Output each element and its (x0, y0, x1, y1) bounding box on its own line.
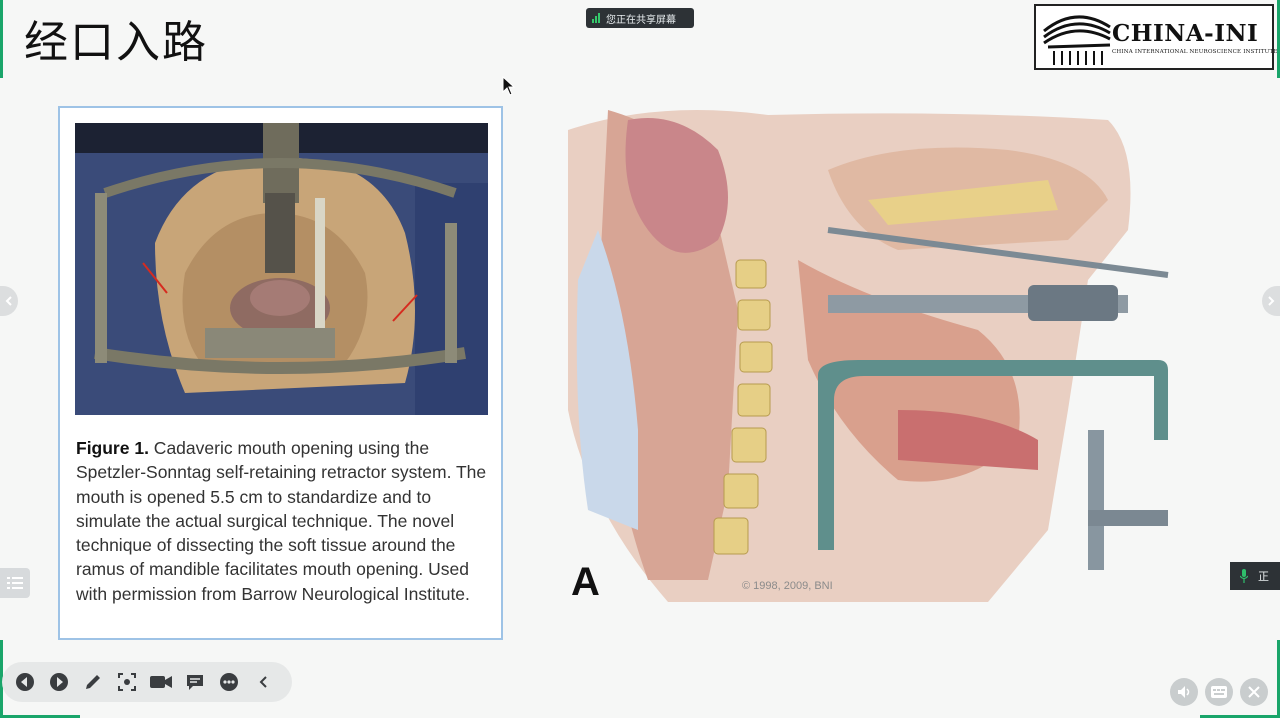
more-icon (220, 673, 238, 691)
comment-icon (187, 675, 203, 690)
signal-icon (592, 13, 600, 23)
screenshot-icon (118, 673, 136, 691)
camera-icon (150, 676, 172, 688)
more-button[interactable] (212, 665, 246, 699)
corner-mark-top-left (0, 0, 3, 78)
logo-name: CHINA-INI (1112, 20, 1259, 47)
collapse-toolbar-button[interactable] (246, 665, 280, 699)
corner-mark-bottom-left (0, 640, 3, 718)
slide-title: 经口入路 (24, 17, 208, 68)
share-status-text: 您正在共享屏幕 (606, 14, 676, 26)
subtitle-button[interactable] (1205, 678, 1233, 706)
corner-mark-bottom-right (1277, 640, 1280, 718)
previous-button[interactable] (8, 665, 42, 699)
next-button[interactable] (42, 665, 76, 699)
corner-mark-bottom-right-h (1200, 715, 1280, 718)
chevron-left-icon (259, 676, 267, 688)
chevron-left-icon (5, 296, 12, 306)
next-icon (50, 673, 68, 691)
logo-subtitle: CHINA INTERNATIONAL NEUROSCIENCE INSTITU… (1112, 49, 1278, 55)
next-slide-side-arrow[interactable] (1262, 286, 1280, 316)
figure-caption-text: Cadaveric mouth opening using the Spetzl… (76, 438, 487, 604)
corner-mark-top-right (1277, 0, 1280, 78)
speaker-icon (1178, 686, 1190, 698)
list-icon (7, 577, 23, 589)
camera-button[interactable] (144, 665, 178, 699)
institute-logo: CHINA-INI CHINA INTERNATIONAL NEUROSCIEN… (1034, 4, 1277, 70)
close-button[interactable] (1240, 678, 1268, 706)
pen-button[interactable] (76, 665, 110, 699)
slide-list-button[interactable] (0, 568, 30, 598)
screen-share-indicator[interactable]: 您正在共享屏幕 (586, 8, 694, 28)
close-icon (1248, 686, 1260, 698)
comment-button[interactable] (178, 665, 212, 699)
transoral-anatomy-illustration (568, 110, 1176, 602)
corner-mark-bottom-left-h (0, 715, 80, 718)
keyboard-icon (1211, 686, 1227, 698)
microphone-icon (1240, 569, 1248, 583)
volume-button[interactable] (1170, 678, 1198, 706)
screenshot-button[interactable] (110, 665, 144, 699)
panel-letter: A (571, 560, 600, 604)
building-emblem-icon (1043, 15, 1111, 65)
prev-slide-side-arrow[interactable] (0, 286, 18, 316)
cadaver-retractor-photo (75, 123, 488, 415)
figure-1-panel: Figure 1. Cadaveric mouth opening using … (58, 106, 503, 640)
chevron-right-icon (1268, 296, 1275, 306)
illustration-copyright: © 1998, 2009, BNI (742, 580, 833, 592)
microphone-label: 正 (1258, 570, 1269, 583)
figure-caption-label: Figure 1. (76, 438, 149, 458)
microphone-status[interactable]: 正 (1230, 562, 1280, 590)
figure-caption: Figure 1. Cadaveric mouth opening using … (76, 436, 491, 606)
previous-icon (16, 673, 34, 691)
mouse-cursor-icon (502, 76, 516, 96)
presentation-toolbar (2, 662, 292, 702)
pen-icon (86, 675, 100, 689)
